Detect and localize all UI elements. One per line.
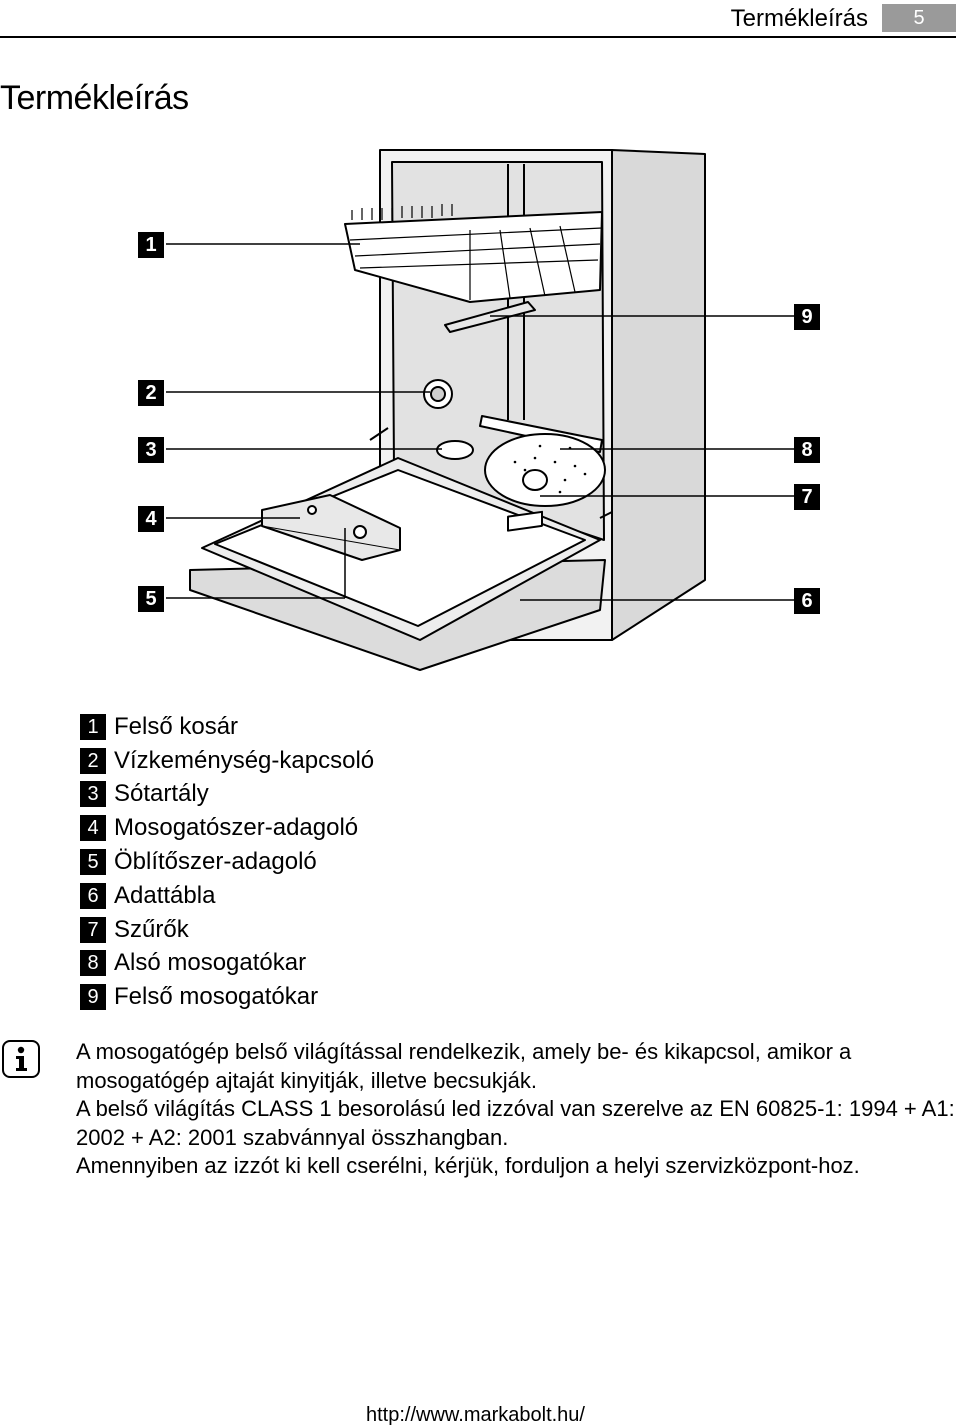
legend-label: Felső kosár [114, 712, 239, 740]
info-paragraph: Amennyiben az izzót ki kell cserélni, ké… [76, 1153, 860, 1178]
callout-7: 7 [794, 484, 820, 510]
page-title: Termékleírás [0, 79, 189, 117]
legend-number: 7 [80, 916, 106, 943]
legend-label: Szűrők [114, 915, 189, 943]
legend-number: 1 [80, 713, 106, 740]
legend-item: 4 Mosogatószer-adagoló [80, 811, 374, 845]
legend-label: Alsó mosogatókar [114, 949, 307, 977]
callout-4: 4 [138, 506, 164, 532]
legend-item: 5 Öblítőszer-adagoló [80, 845, 374, 879]
footer-url[interactable]: http://www.markabolt.hu/ [366, 1404, 585, 1426]
legend-item: 7 Szűrők [80, 913, 374, 947]
legend-item: 6 Adattábla [80, 879, 374, 913]
legend-item: 9 Felső mosogatókar [80, 980, 374, 1014]
callout-2: 2 [138, 380, 164, 406]
legend-label: Vízkeménység-kapcsoló [114, 746, 375, 774]
legend-item: 8 Alsó mosogatókar [80, 947, 374, 981]
callout-3: 3 [138, 437, 164, 463]
legend-number: 5 [80, 849, 106, 876]
legend-number: 9 [80, 984, 106, 1011]
legend-label: Sótartály [114, 780, 209, 808]
callout-6: 6 [794, 588, 820, 614]
legend-label: Felső mosogatókar [114, 983, 319, 1011]
dishwasher-illustration: 1 2 3 4 5 6 7 8 9 [0, 140, 960, 700]
legend-item: 2 Vízkeménység-kapcsoló [80, 744, 374, 778]
callout-8: 8 [794, 437, 820, 463]
info-note: A mosogatógép belső világítással rendelk… [76, 1038, 960, 1181]
info-glyph [16, 1046, 27, 1071]
legend-number: 2 [80, 747, 106, 774]
legend-number: 3 [80, 781, 106, 808]
legend-number: 8 [80, 950, 106, 977]
callout-5: 5 [138, 586, 164, 612]
legend-item: 3 Sótartály [80, 778, 374, 812]
parts-legend: 1 Felső kosár 2 Vízkeménység-kapcsoló 3 Sót… [80, 710, 374, 1014]
header-section-title: Termékleírás [730, 5, 868, 32]
legend-label: Mosogatószer-adagoló [114, 814, 359, 842]
legend-label: Adattábla [114, 881, 216, 909]
legend-number: 4 [80, 815, 106, 842]
info-icon [2, 1040, 40, 1078]
dishwasher-drawing [166, 149, 794, 671]
page-number-badge: 5 [882, 4, 956, 32]
legend-item: 1 Felső kosár [80, 710, 374, 744]
info-paragraph: A mosogatógép belső világítással rendelk… [76, 1039, 852, 1093]
info-paragraph: A belső világítás CLASS 1 besorolású led… [76, 1096, 955, 1150]
header-divider [0, 36, 956, 38]
callout-1: 1 [138, 232, 164, 258]
callout-9: 9 [794, 304, 820, 330]
legend-label: Öblítőszer-adagoló [114, 848, 317, 876]
legend-number: 6 [80, 882, 106, 909]
